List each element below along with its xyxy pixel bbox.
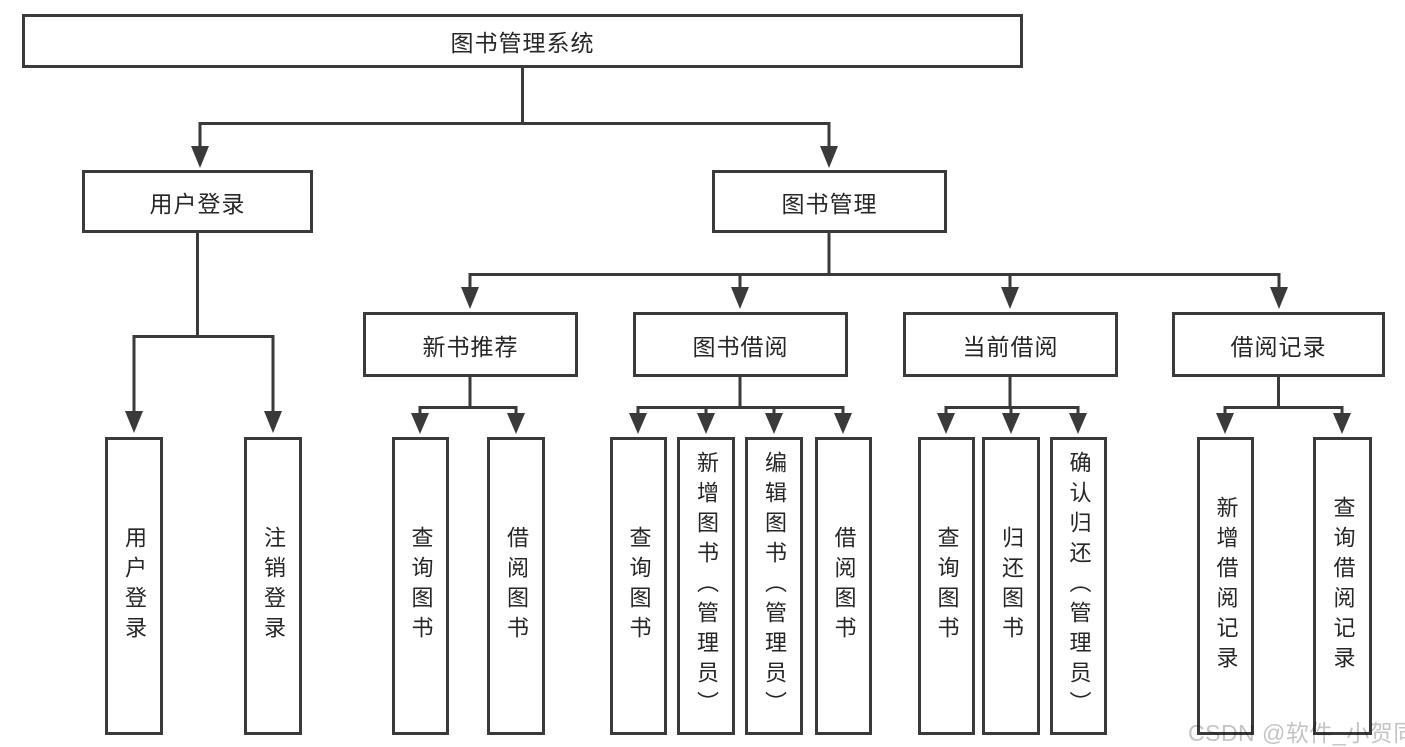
node-book-management: 图书管理 [712, 170, 947, 233]
leaf-recommend-query-books-label: 查询图书 [408, 526, 434, 646]
leaf-records-add-record-label: 新增借阅记录 [1213, 496, 1239, 676]
leaf-records-query-record-label: 查询借阅记录 [1330, 496, 1356, 676]
node-user-login-label: 用户登录 [149, 190, 246, 217]
leaf-borrow-borrow-books: 借阅图书 [815, 437, 872, 735]
csdn-watermark: CSDN @软件_小贺同学 [1188, 720, 1405, 746]
node-current-borrow-label: 当前借阅 [962, 333, 1059, 360]
leaf-current-confirm-return-admin: 确认归还（管理员） [1050, 437, 1107, 735]
node-book-management-label: 图书管理 [781, 190, 878, 217]
leaf-current-return-books: 归还图书 [982, 437, 1040, 735]
leaf-logout-label: 注销登录 [261, 526, 286, 646]
leaf-records-query-record: 查询借阅记录 [1313, 437, 1372, 735]
leaf-user-login-label: 用户登录 [122, 526, 147, 646]
leaf-current-query-books-label: 查询图书 [934, 526, 960, 646]
leaf-recommend-query-books: 查询图书 [392, 437, 449, 735]
node-borrow-records: 借阅记录 [1172, 312, 1385, 377]
node-new-book-recommend-label: 新书推荐 [422, 333, 519, 360]
leaf-borrow-edit-books-admin-label: 编辑图书（管理员） [762, 451, 787, 721]
leaf-borrow-add-books-admin-label: 新增图书（管理员） [694, 451, 719, 721]
leaf-recommend-borrow-books-label: 借阅图书 [504, 526, 529, 646]
edges-book-management-to-level3 [461, 233, 1288, 309]
leaf-borrow-query-books: 查询图书 [610, 437, 667, 735]
leaf-current-query-books: 查询图书 [918, 437, 975, 735]
node-book-borrow-label: 图书借阅 [692, 333, 789, 360]
leaf-user-login: 用户登录 [105, 437, 163, 735]
node-system-root-label: 图书管理系统 [450, 30, 595, 56]
leaf-logout: 注销登录 [244, 437, 302, 735]
node-new-book-recommend: 新书推荐 [363, 312, 578, 377]
node-current-borrow: 当前借阅 [903, 312, 1118, 377]
node-book-borrow: 图书借阅 [633, 312, 848, 377]
leaf-current-return-books-label: 归还图书 [999, 526, 1024, 646]
edges-level3-to-leaves [411, 377, 1351, 434]
leaf-borrow-edit-books-admin: 编辑图书（管理员） [745, 437, 803, 735]
leaf-records-add-record: 新增借阅记录 [1197, 437, 1254, 735]
leaf-borrow-add-books-admin: 新增图书（管理员） [677, 437, 735, 735]
node-system-root: 图书管理系统 [22, 14, 1023, 68]
node-user-login: 用户登录 [82, 170, 313, 233]
leaf-recommend-borrow-books: 借阅图书 [487, 437, 545, 735]
node-borrow-records-label: 借阅记录 [1230, 333, 1327, 360]
leaf-current-confirm-return-admin-label: 确认归还（管理员） [1066, 451, 1092, 721]
edges-user-login-to-leaves [125, 233, 282, 433]
leaf-borrow-borrow-books-label: 借阅图书 [831, 526, 857, 646]
leaf-borrow-query-books-label: 查询图书 [626, 526, 652, 646]
edges-root-to-level2 [191, 68, 838, 168]
